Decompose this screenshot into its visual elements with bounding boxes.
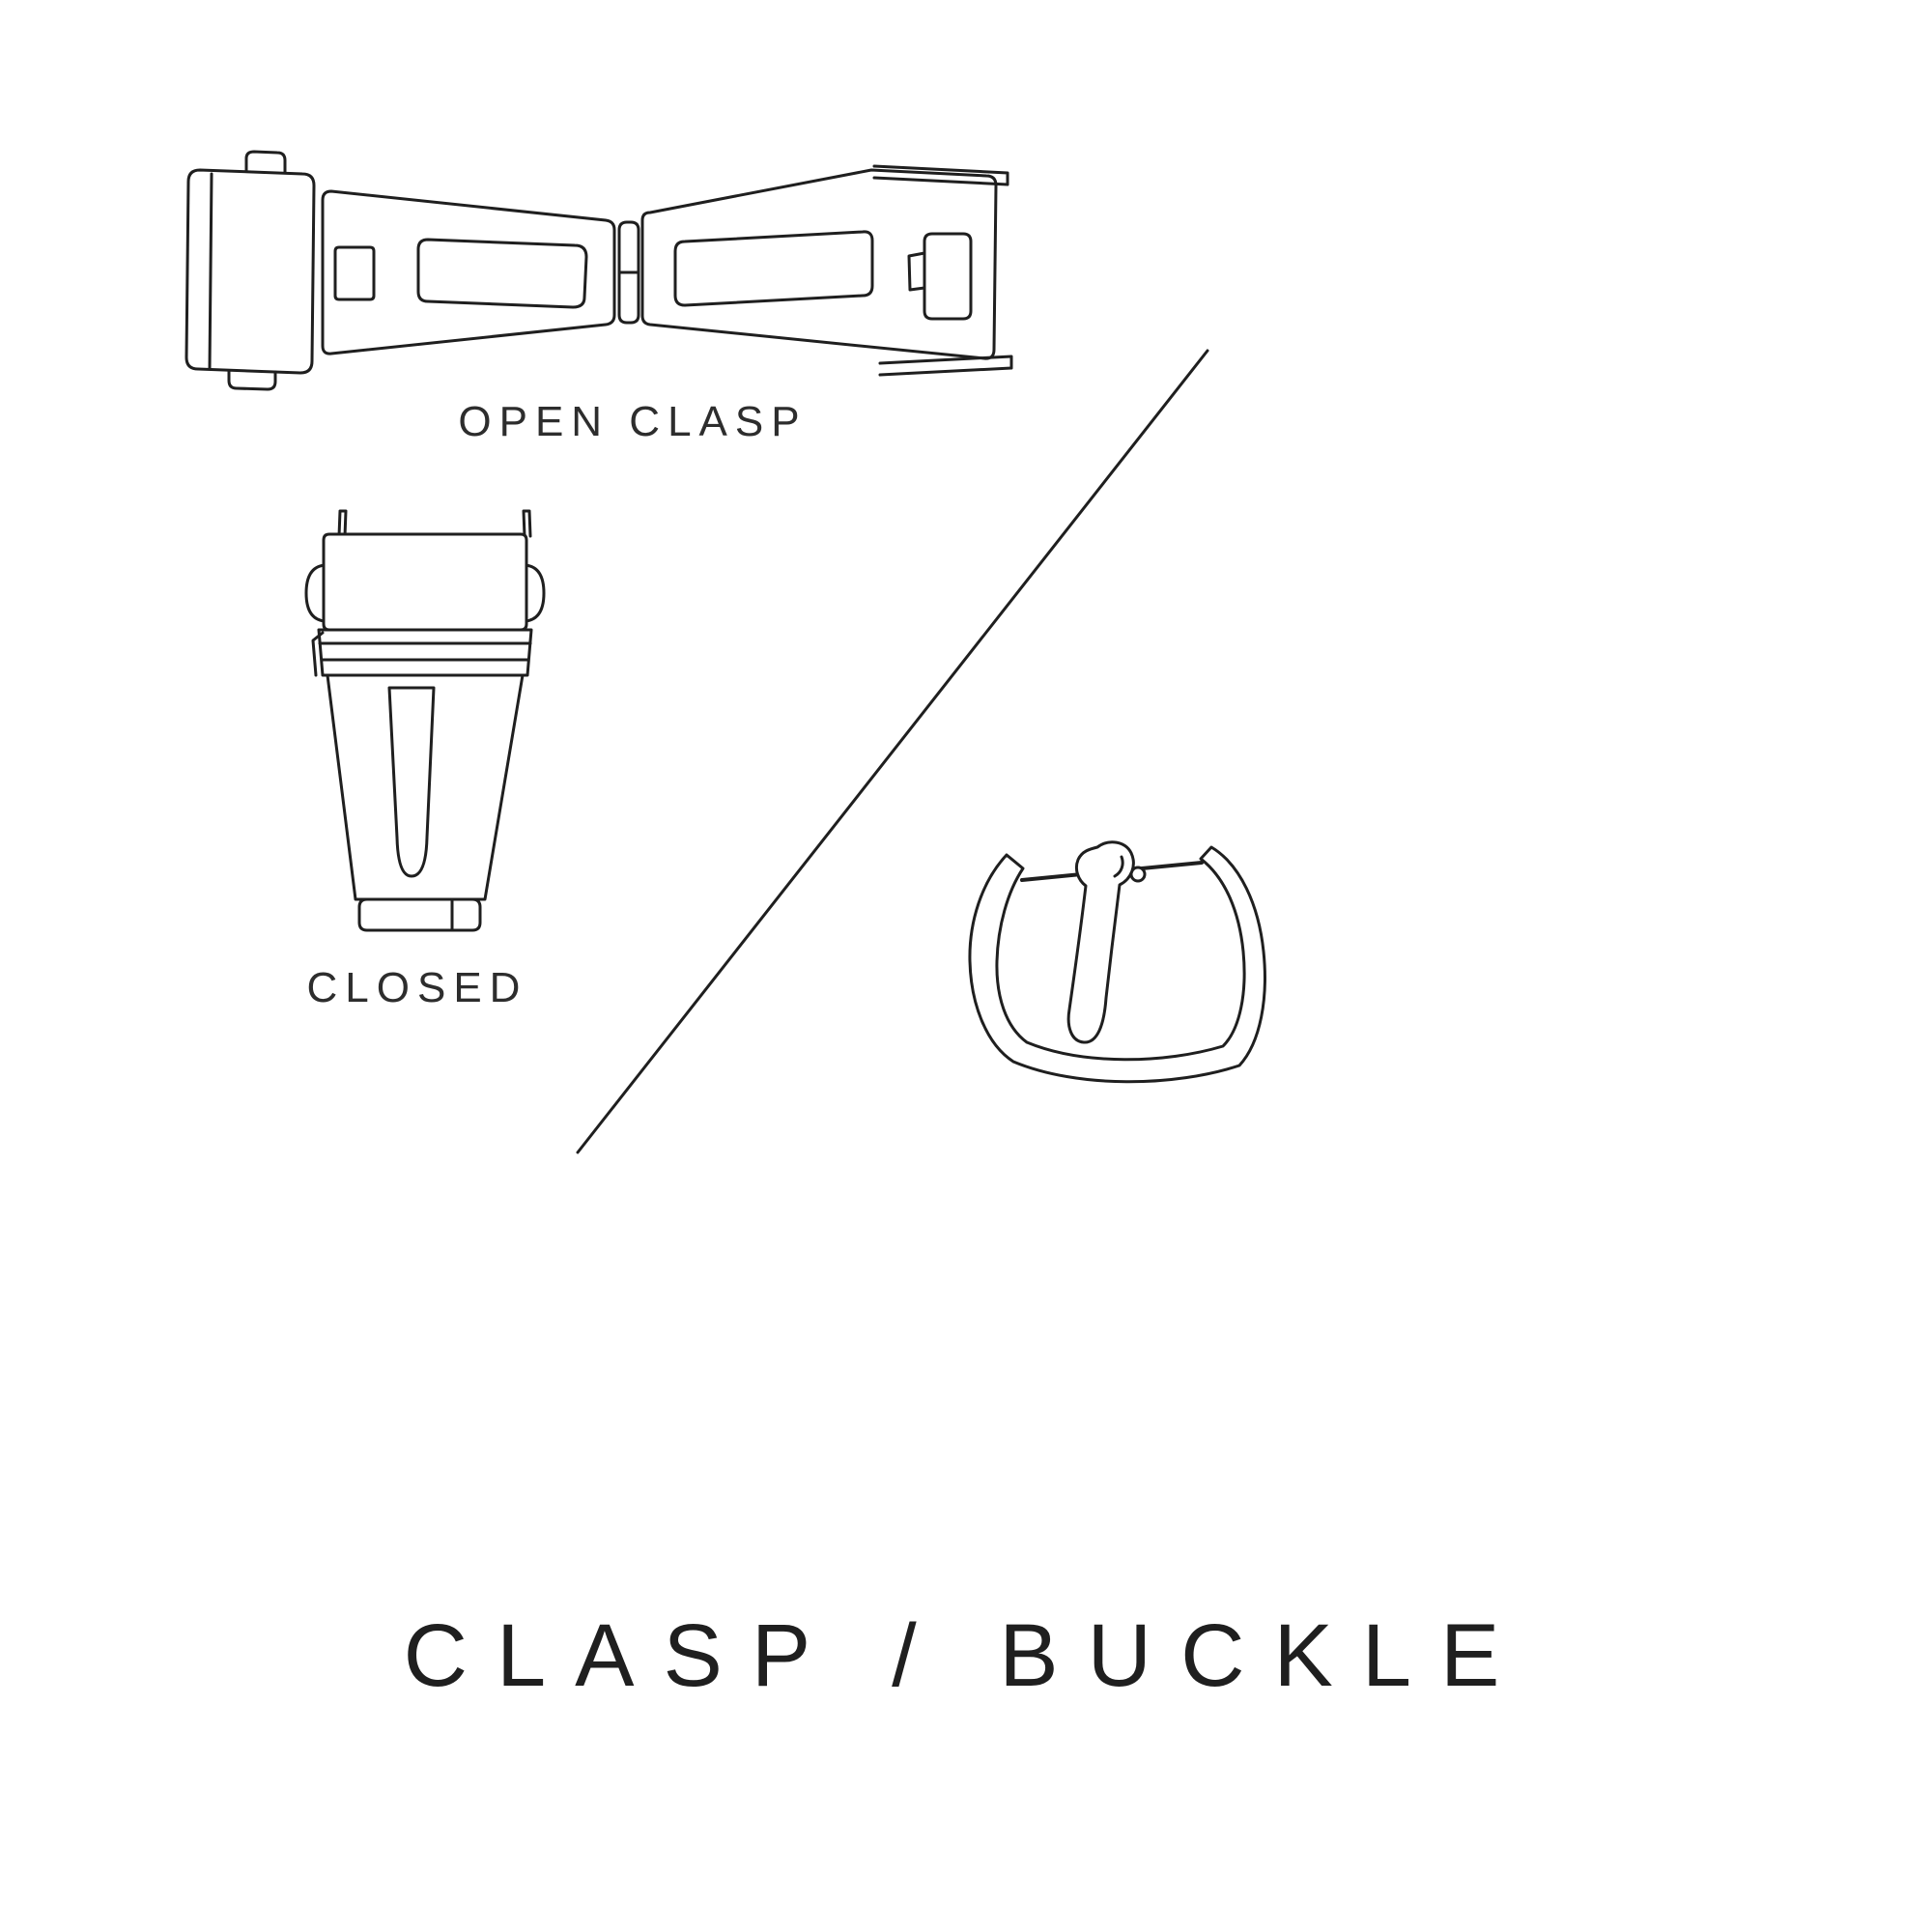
closed-clasp-icon (304, 509, 546, 932)
page-title-text: CLASP / BUCKLE (403, 1606, 1529, 1705)
page-title: CLASP / BUCKLE (0, 1605, 1932, 1707)
open-clasp-illustration (169, 143, 1019, 394)
diagonal-line-icon (576, 349, 1209, 1154)
open-clasp-label: OPEN CLASP (150, 398, 1116, 446)
closed-clasp-label-text: CLOSED (306, 964, 528, 1011)
open-clasp-label-text: OPEN CLASP (458, 398, 808, 445)
open-clasp-icon (185, 150, 1013, 391)
buckle-icon (968, 840, 1266, 1084)
closed-clasp-illustration (290, 497, 560, 952)
divider-line (570, 343, 1217, 1159)
buckle-illustration (956, 836, 1285, 1116)
closed-clasp-label: CLOSED (128, 964, 707, 1012)
